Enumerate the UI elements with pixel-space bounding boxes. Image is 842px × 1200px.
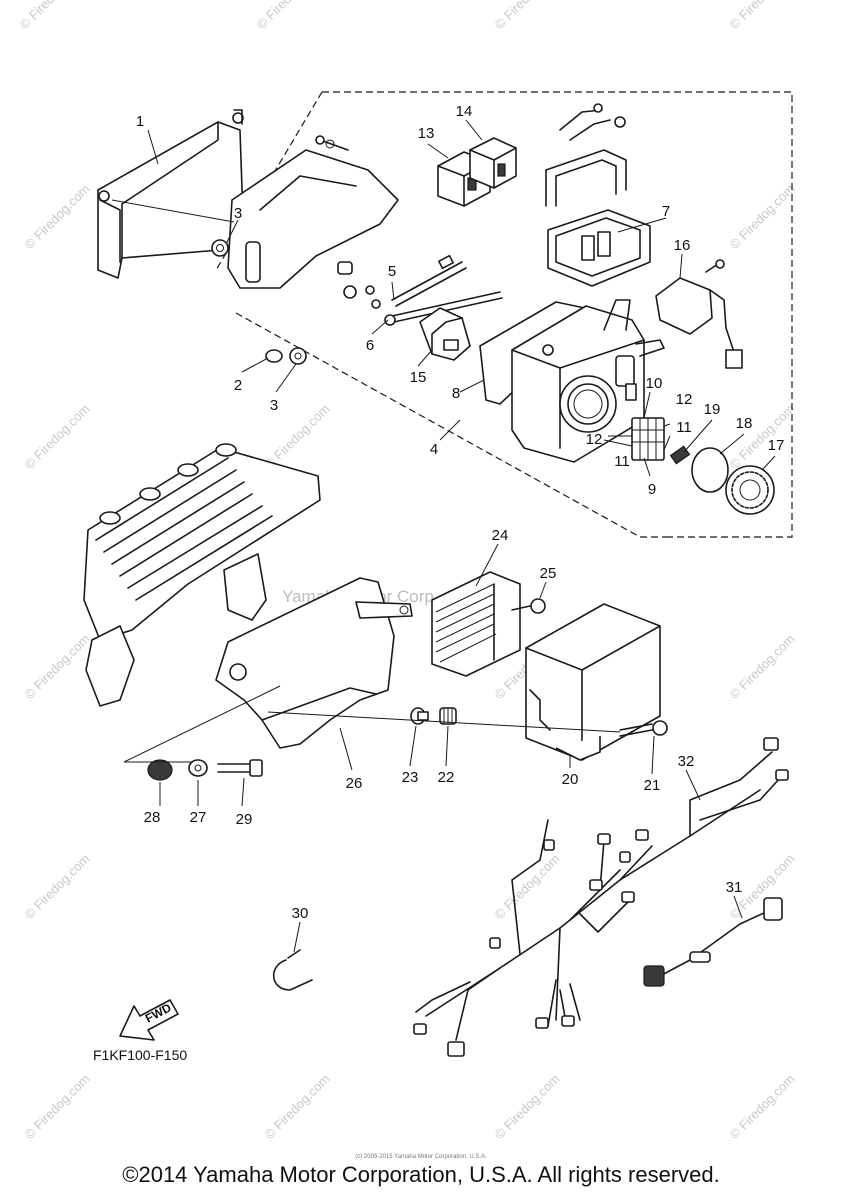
bracket-part-26 — [215, 577, 413, 749]
nut-part-3-upper — [211, 239, 229, 257]
relay-part-14 — [469, 137, 517, 189]
plate-part-4 — [227, 139, 399, 289]
terminal-part-6 — [384, 291, 503, 326]
callout-14: 14 — [456, 103, 473, 120]
cap-part-17 — [725, 465, 775, 515]
damper-part-22 — [439, 707, 457, 725]
bolt-part-top — [315, 135, 349, 151]
callout-15: 15 — [410, 369, 427, 386]
cover-part-7 — [545, 103, 651, 287]
bolt-part-25 — [511, 598, 546, 614]
callout-3-lower: 3 — [270, 397, 278, 414]
watermark: © Firedog.com — [727, 401, 798, 472]
ecu-part-20 — [525, 603, 661, 761]
callout-1: 1 — [136, 113, 144, 130]
callout-29: 29 — [236, 811, 253, 828]
oring-part-18 — [691, 447, 729, 493]
callout-5: 5 — [388, 263, 396, 280]
callout-27: 27 — [190, 809, 207, 826]
callout-20: 20 — [562, 771, 579, 788]
callout-labels: 1 2 3 3 4 5 6 7 8 9 10 11 11 12 12 13 14… — [136, 103, 785, 922]
watermark: © Firedog.com — [727, 1071, 798, 1142]
callout-2: 2 — [234, 377, 242, 394]
coil-part-15 — [419, 307, 471, 361]
rectifier-part-24 — [431, 571, 521, 677]
leader-lines — [111, 119, 776, 953]
callout-3: 3 — [234, 205, 242, 222]
watermark: © Firedog.com — [22, 631, 93, 702]
watermark: © Firedog.com — [22, 401, 93, 472]
engine-block — [83, 443, 321, 707]
copyright-small: (c) 2005-2015 Yamaha Motor Corporation, … — [355, 1154, 487, 1160]
callout-17: 17 — [768, 437, 785, 454]
callout-25: 25 — [540, 565, 557, 582]
washer-part-2 — [265, 349, 283, 363]
terminal-block-part-9 — [631, 417, 665, 461]
watermark: © Firedog.com — [727, 181, 798, 252]
callout-12-lower: 12 — [586, 431, 603, 448]
copyright-notice: ©2014 Yamaha Motor Corporation, U.S.A. A… — [122, 1162, 720, 1187]
callout-9: 9 — [648, 481, 656, 498]
callout-19: 19 — [704, 401, 721, 418]
watermark: © Firedog.com — [492, 1071, 563, 1142]
alignment-line — [267, 711, 621, 733]
terminal-part-5 — [391, 254, 467, 307]
nut-part-3-lower — [289, 347, 307, 365]
callout-18: 18 — [736, 415, 753, 432]
watermark: © Firedog.com — [22, 851, 93, 922]
grommet-part-28 — [147, 759, 173, 781]
callout-30: 30 — [292, 905, 309, 922]
wire-harness-part-32 — [413, 737, 789, 1057]
watermark: © Firedog.com — [262, 1071, 333, 1142]
small-parts — [337, 261, 381, 309]
callout-22: 22 — [438, 769, 455, 786]
callout-11-lower: 11 — [614, 453, 630, 470]
callout-26: 26 — [346, 775, 363, 792]
callout-11: 11 — [676, 419, 692, 436]
bolt-part-29 — [217, 759, 263, 777]
clamp-part-30 — [272, 949, 313, 991]
callout-24: 24 — [492, 527, 509, 544]
callout-4: 4 — [430, 441, 438, 458]
callout-8: 8 — [452, 385, 460, 402]
figure-code: F1KF100-F150 — [93, 1047, 187, 1063]
callout-23: 23 — [402, 769, 419, 786]
callout-21: 21 — [644, 777, 661, 794]
callout-10: 10 — [646, 375, 663, 392]
watermark: © Firedog.com — [727, 631, 798, 702]
sensor-part-16 — [655, 259, 743, 369]
bolt-part-21 — [619, 720, 668, 737]
watermark: © Firedog.com — [17, 0, 88, 32]
electrical-box — [511, 299, 665, 463]
callout-6: 6 — [366, 337, 374, 354]
callout-7: 7 — [662, 203, 670, 220]
callout-31: 31 — [726, 879, 743, 896]
callout-28: 28 — [144, 809, 161, 826]
watermark: © Firedog.com — [492, 851, 563, 922]
watermark: © Firedog.com — [254, 0, 325, 32]
watermark: © Firedog.com — [492, 0, 563, 32]
callout-32: 32 — [678, 753, 695, 770]
callout-12: 12 — [676, 391, 693, 408]
collar-part-23 — [410, 707, 429, 725]
washer-part-27 — [188, 759, 208, 777]
bracket-part-1 — [97, 109, 245, 279]
watermark: © Firedog.com — [727, 0, 798, 32]
watermark: © Firedog.com — [22, 181, 93, 252]
callout-13: 13 — [418, 125, 435, 142]
watermark: © Firedog.com — [22, 1071, 93, 1142]
callout-16: 16 — [674, 237, 691, 254]
fwd-arrow-icon: FWD — [119, 999, 179, 1041]
sensor-cable-part-31 — [643, 897, 783, 987]
